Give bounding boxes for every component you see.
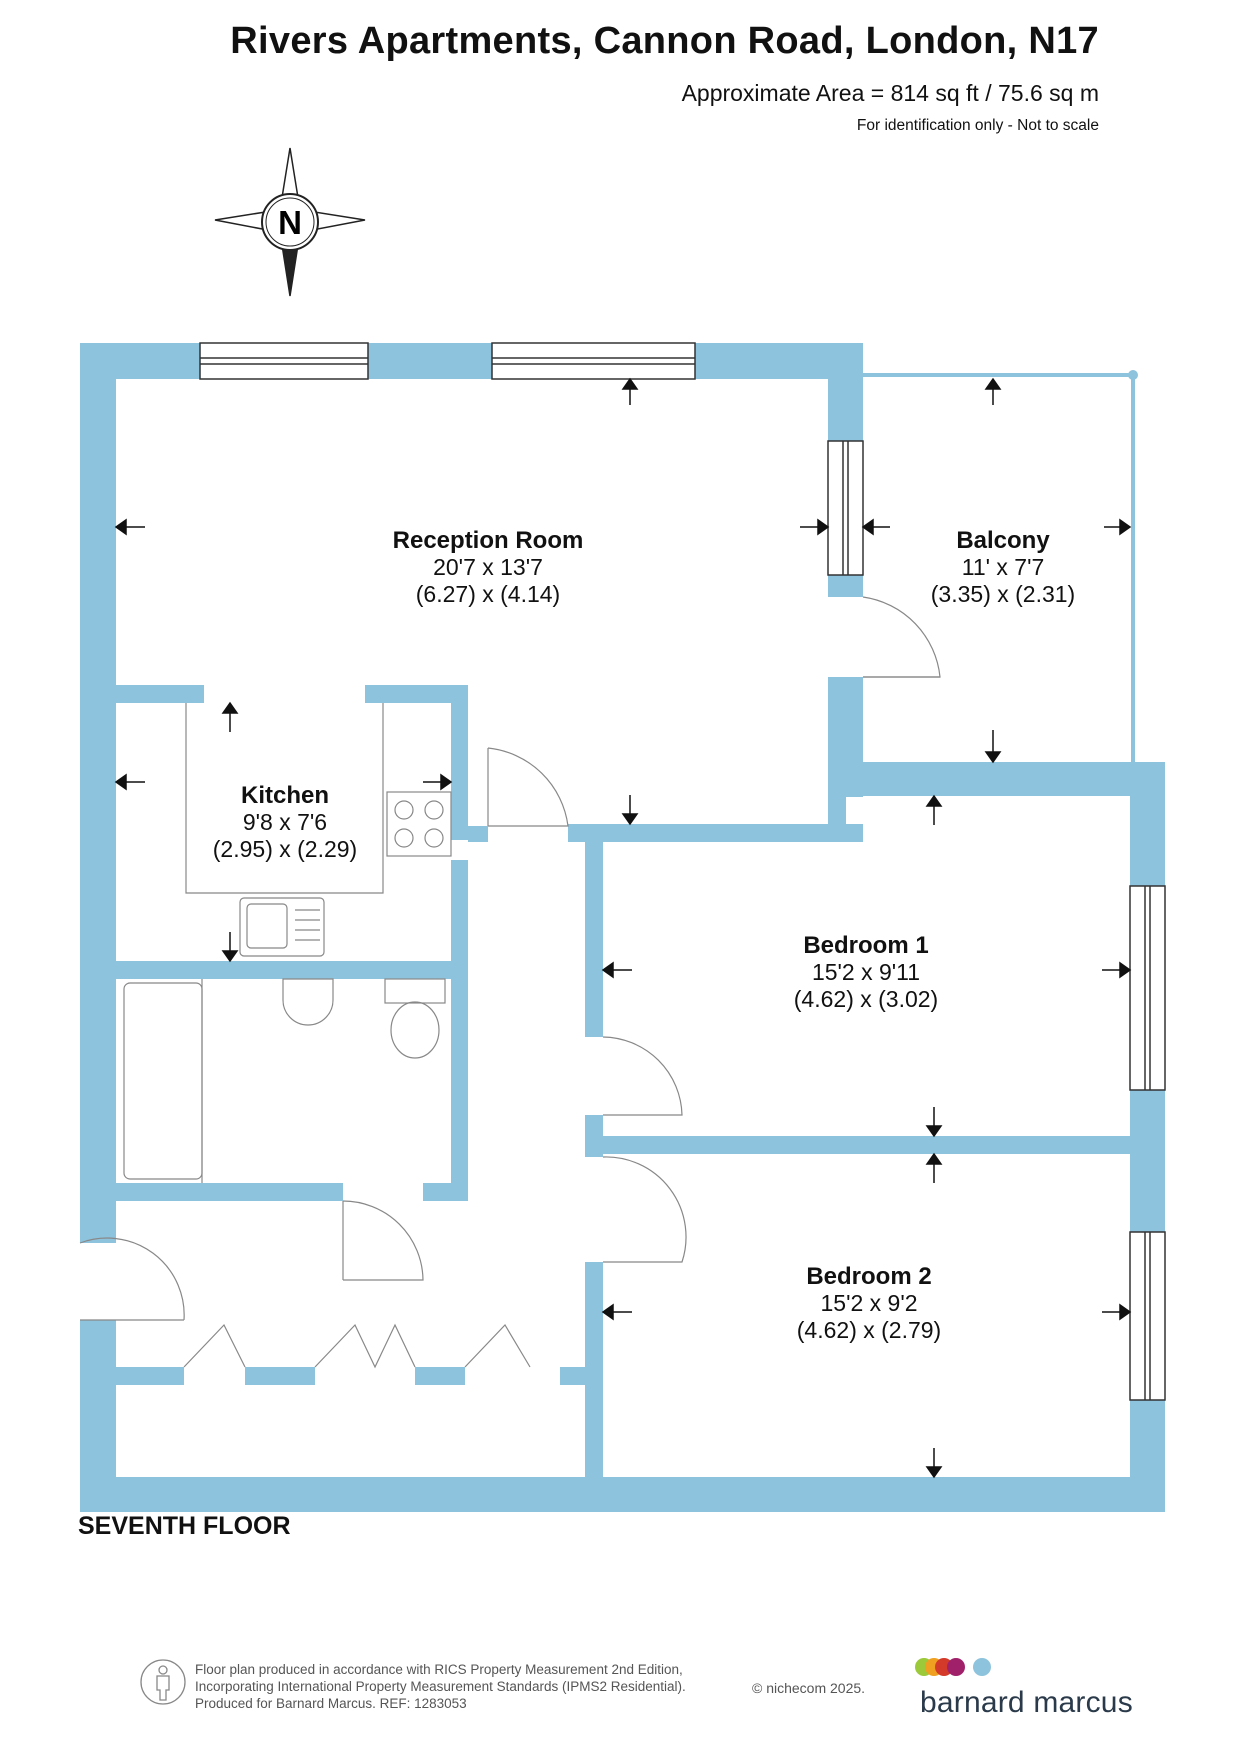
brand-logo-icon — [915, 1658, 991, 1676]
room-reception: Reception Room 20'7 x 13'7 (6.27) x (4.1… — [393, 527, 584, 607]
footer-notice: Floor plan produced in accordance with R… — [195, 1661, 686, 1712]
room-metric: (4.62) x (2.79) — [797, 1317, 941, 1343]
room-metric: (6.27) x (4.14) — [416, 581, 560, 607]
room-name: Kitchen — [241, 782, 329, 809]
room-imperial: 15'2 x 9'2 — [820, 1290, 917, 1316]
room-metric: (2.95) x (2.29) — [213, 836, 357, 862]
room-metric: (4.62) x (3.02) — [794, 986, 938, 1012]
room-metric: (3.35) x (2.31) — [931, 581, 1075, 607]
room-bedroom-1: Bedroom 1 15'2 x 9'11 (4.62) x (3.02) — [794, 932, 938, 1012]
room-imperial: 11' x 7'7 — [962, 554, 1045, 580]
footer-line: Produced for Barnard Marcus. REF: 128305… — [195, 1696, 467, 1711]
room-kitchen: Kitchen 9'8 x 7'6 (2.95) x (2.29) — [213, 782, 357, 862]
room-name: Bedroom 1 — [803, 932, 928, 959]
room-imperial: 20'7 x 13'7 — [433, 554, 543, 580]
balcony-railing — [863, 373, 1135, 762]
footer-line: Floor plan produced in accordance with R… — [195, 1662, 683, 1677]
bathroom-fittings — [123, 978, 446, 1183]
compass-icon: N — [214, 147, 366, 297]
kitchen-fittings — [185, 703, 452, 957]
windows — [199, 342, 1166, 1401]
compass-label: N — [278, 204, 302, 241]
room-name: Reception Room — [393, 527, 584, 554]
scale-note: For identification only - Not to scale — [856, 117, 1099, 134]
brand-name: barnard marcus — [920, 1686, 1133, 1719]
floor-label: SEVENTH FLOOR — [78, 1512, 291, 1540]
measurement-arrows — [114, 377, 1132, 1479]
room-balcony: Balcony 11' x 7'7 (3.35) x (2.31) — [931, 527, 1075, 607]
room-name: Bedroom 2 — [806, 1263, 931, 1290]
copyright: © nichecom 2025. — [752, 1680, 866, 1696]
approximate-area: Approximate Area = 814 sq ft / 75.6 sq m — [681, 80, 1099, 106]
room-name: Balcony — [956, 527, 1050, 554]
person-icon — [140, 1659, 186, 1705]
walls — [80, 343, 1165, 1512]
door-swings — [79, 596, 941, 1369]
room-imperial: 9'8 x 7'6 — [243, 809, 327, 835]
plan-title: Rivers Apartments, Cannon Road, London, … — [230, 20, 1099, 62]
room-imperial: 15'2 x 9'11 — [812, 959, 920, 985]
footer-line: Incorporating International Property Mea… — [195, 1679, 686, 1694]
room-bedroom-2: Bedroom 2 15'2 x 9'2 (4.62) x (2.79) — [797, 1263, 941, 1343]
